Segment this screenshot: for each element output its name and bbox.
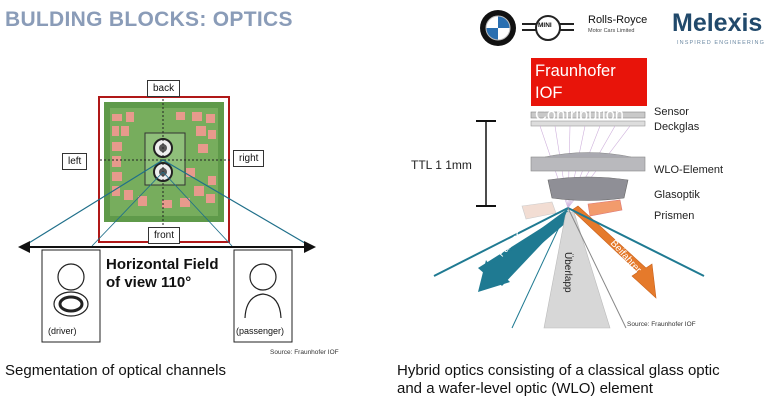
melexis-logo: Melexis bbox=[672, 9, 763, 37]
fov-text: Horizontal Field of view 110° bbox=[106, 256, 219, 291]
left-caption: Segmentation of optical channels bbox=[5, 362, 226, 379]
wlo-label: WLO-Element bbox=[654, 164, 724, 176]
sensor-layer bbox=[530, 111, 646, 119]
glasoptik-label: Glasoptik bbox=[654, 189, 700, 201]
label-back: back bbox=[147, 80, 181, 97]
sensor-label: Sensor bbox=[654, 106, 689, 118]
slide-title: BULDING BLOCKS: OPTICS bbox=[5, 8, 293, 31]
prism-right bbox=[587, 199, 623, 217]
left-source: Source: Fraunhofer IOF bbox=[270, 349, 339, 356]
iof-contribution-box: Fraunhofer IOF Contribution bbox=[531, 58, 647, 124]
driver-label: (driver) bbox=[48, 326, 77, 336]
ueberlapp-label: Überlapp bbox=[562, 252, 573, 293]
rolls-royce-text: Rolls-Royce bbox=[588, 14, 648, 26]
right-caption-line2: and a wafer-level optic (WLO) element bbox=[397, 380, 653, 397]
ueberlapp-cone bbox=[543, 211, 611, 329]
prismen-label: Prismen bbox=[654, 210, 695, 222]
label-front: front bbox=[148, 227, 181, 244]
melexis-tagline: INSPIRED ENGINEERING bbox=[677, 40, 766, 46]
fahrer-beam bbox=[478, 210, 574, 292]
passenger-label: (passenger) bbox=[236, 326, 285, 336]
deckglas-label: Deckglas bbox=[654, 121, 700, 133]
label-right: right bbox=[233, 150, 265, 167]
right-caption-line1: Hybrid optics consisting of a classical … bbox=[397, 362, 720, 379]
deckglas-layer bbox=[530, 120, 646, 127]
pcb-pads bbox=[112, 112, 216, 208]
beifahrer-beam bbox=[571, 205, 657, 299]
mini-logo bbox=[522, 15, 574, 41]
bmw-logo bbox=[480, 10, 516, 46]
glasoptik-lens bbox=[547, 176, 629, 201]
mini-text: MINI bbox=[538, 22, 552, 29]
right-source: Source: Fraunhofer IOF bbox=[627, 321, 696, 328]
ttl-label: TTL 1 1mm bbox=[411, 158, 472, 172]
label-left: left bbox=[62, 153, 88, 170]
wlo-element bbox=[530, 156, 646, 172]
rolls-royce-sub: Motor Cars Limited bbox=[588, 28, 635, 34]
